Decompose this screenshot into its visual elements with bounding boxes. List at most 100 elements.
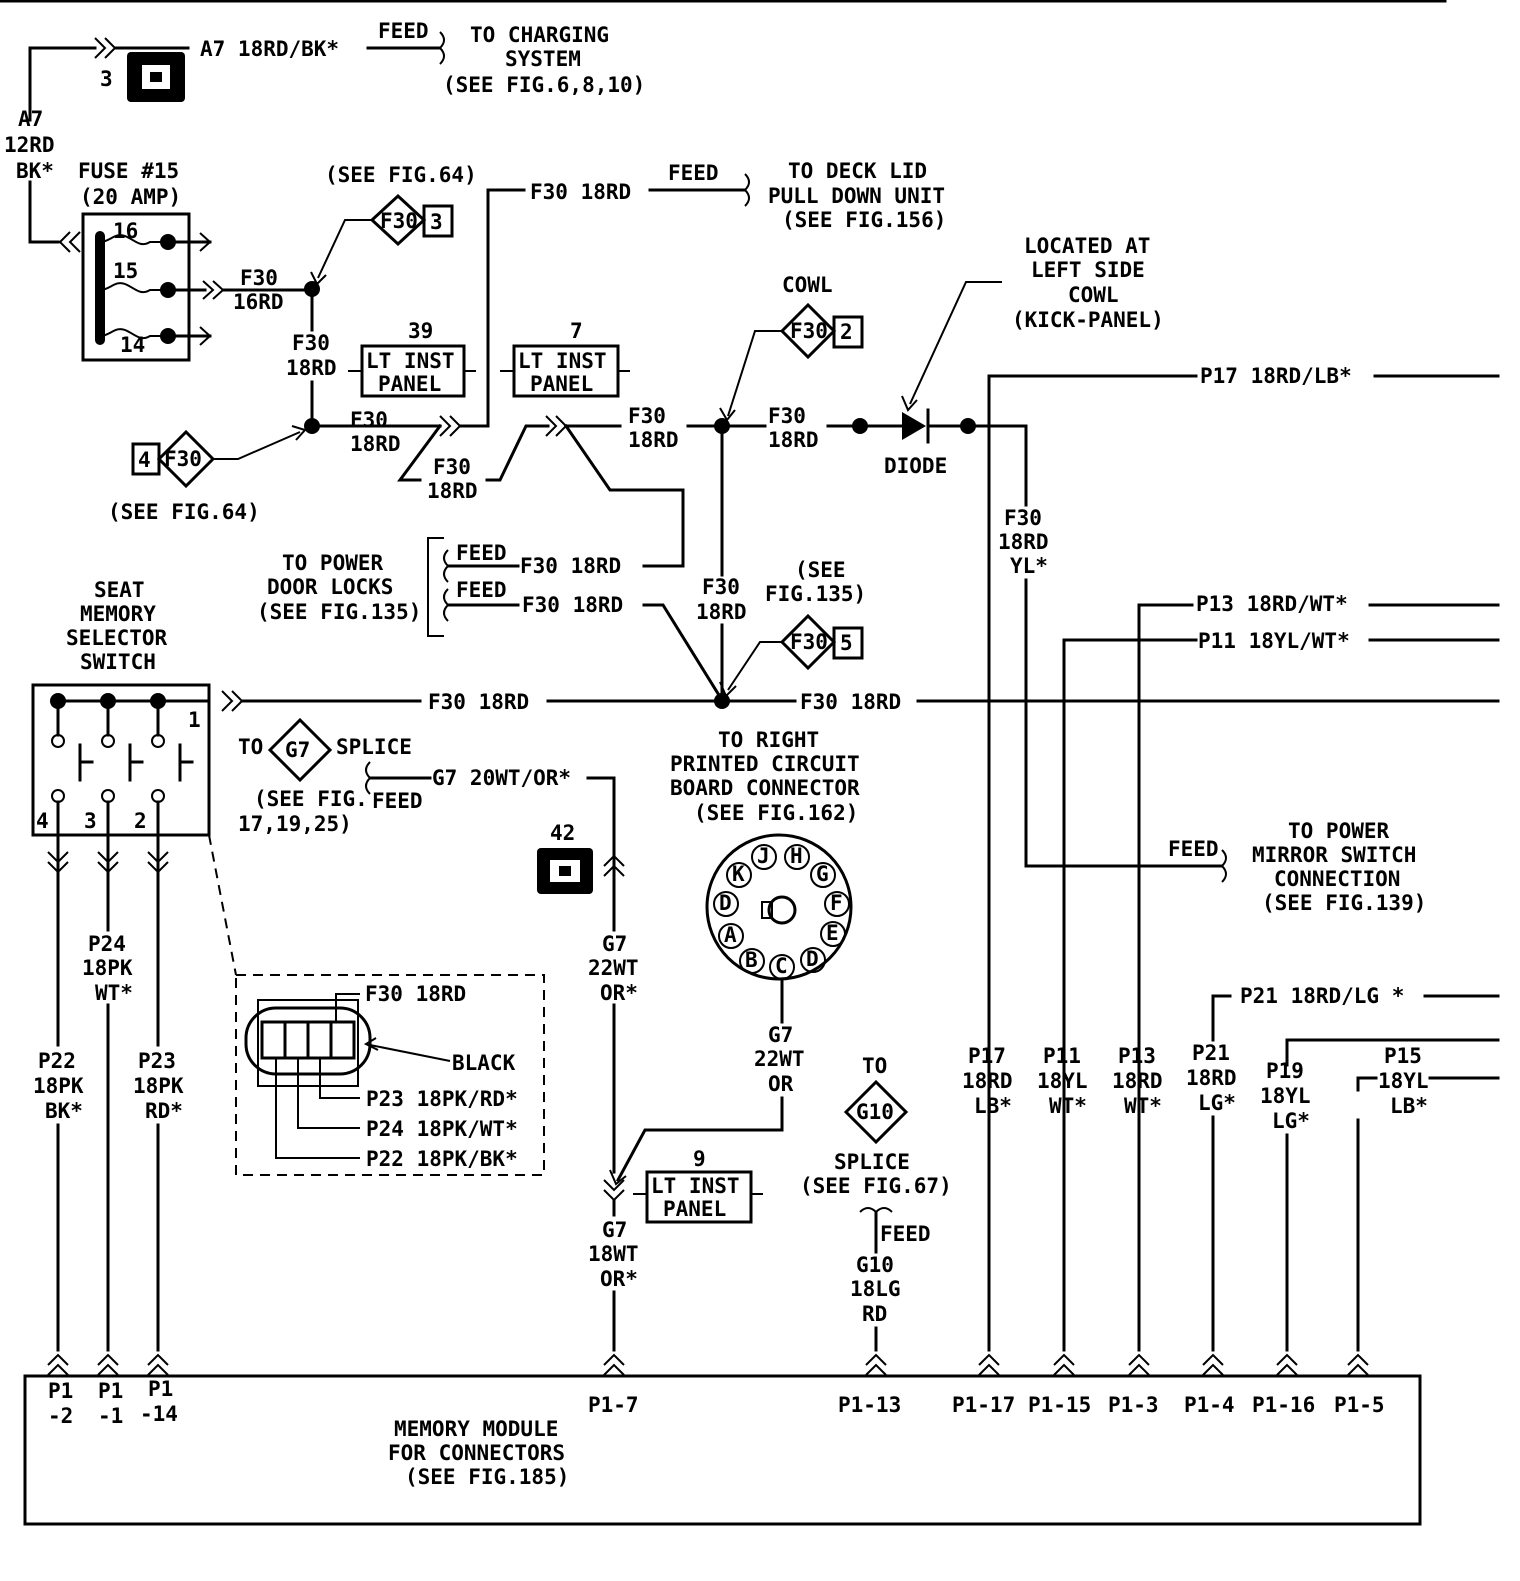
vl-p15-1: P15	[1384, 1044, 1422, 1068]
seat-title-1: SEAT	[94, 578, 145, 602]
p24-2: 18PK	[82, 956, 133, 980]
detail-p23: P23 18PK/RD*	[366, 1087, 518, 1111]
f30-18rd-b-1: F30	[350, 408, 388, 432]
fuse-box	[81, 212, 191, 362]
see135-2: FIG.135)	[765, 582, 866, 606]
pdl-feed2: FEED	[456, 578, 507, 602]
wire-p21	[1211, 994, 1232, 1042]
pin-p1-1-b: -1	[98, 1404, 123, 1428]
deck-lid-feed: FEED	[668, 161, 719, 185]
pin-p1-1-a: P1	[98, 1379, 123, 1403]
fuse-pin-15: 15	[113, 259, 138, 283]
wire-g7	[586, 776, 616, 932]
charging-see: (SEE FIG.6,8,10)	[443, 73, 645, 97]
a7-label-3: BK*	[16, 159, 54, 183]
svg-text:D: D	[719, 891, 732, 915]
g7-to: TO	[238, 735, 263, 759]
f30-16rd-1: F30	[240, 266, 278, 290]
f30-18rd-c-2: 18RD	[427, 479, 478, 503]
pin-p1-15: P1-15	[1028, 1393, 1091, 1417]
wire-p13	[1137, 603, 1194, 1352]
module-connectors	[47, 1353, 1369, 1376]
deck-lid-unit: PULL DOWN UNIT	[768, 184, 945, 208]
f30-yl-2: 18RD	[998, 530, 1049, 554]
svg-text:PANEL: PANEL	[530, 372, 593, 396]
feed-bracket	[439, 31, 445, 65]
pin-p1-13: P1-13	[838, 1393, 901, 1417]
vl-p11-2: 18YL	[1037, 1069, 1088, 1093]
pin-p1-7: P1-7	[588, 1393, 639, 1417]
p23-3: RD*	[145, 1099, 183, 1123]
vl-p21-3: LG*	[1198, 1091, 1236, 1115]
connector-arrow	[94, 37, 117, 59]
g7-22-1: G7	[602, 932, 627, 956]
g7-18-1: G7	[602, 1218, 627, 1242]
pin-p1-14-a: P1	[148, 1377, 173, 1401]
svg-text:4: 4	[138, 448, 151, 472]
vl-p13-3: WT*	[1124, 1094, 1162, 1118]
wire-p11	[1062, 638, 1198, 1352]
svg-text:G: G	[816, 862, 829, 886]
connector-3-label: 3	[100, 67, 113, 91]
module-title-1: MEMORY MODULE	[394, 1417, 558, 1441]
bus-right-label: F30 18RD	[800, 690, 901, 714]
pdl-wire2: F30 18RD	[522, 593, 623, 617]
vl-p19-3: LG*	[1272, 1109, 1310, 1133]
mirror-3: CONNECTION	[1274, 867, 1400, 891]
vl-p21-1: P21	[1192, 1041, 1230, 1065]
f30-18rd-e-1: F30	[768, 404, 806, 428]
g10-see: (SEE FIG.67)	[800, 1174, 952, 1198]
g7-see1: (SEE FIG.	[254, 787, 368, 811]
see-fig64-bottom: (SEE FIG.64)	[108, 500, 260, 524]
detail-f30: F30 18RD	[365, 982, 466, 1006]
g10-w2: 18LG	[850, 1277, 901, 1301]
svg-text:G10: G10	[856, 1100, 894, 1124]
g7-22b-3: OR	[768, 1072, 794, 1096]
detail-black: BLACK	[452, 1051, 516, 1075]
fuse-pin-14: 14	[120, 333, 145, 357]
g10-w1: G10	[856, 1253, 894, 1277]
svg-text:PANEL: PANEL	[663, 1197, 726, 1221]
svg-text:D: D	[806, 947, 819, 971]
bus-left-label: F30 18RD	[428, 690, 529, 714]
p22-2: 18PK	[33, 1074, 84, 1098]
a7-label-2: 12RD	[4, 133, 55, 157]
p13-label: P13 18RD/WT*	[1196, 592, 1348, 616]
splice-g7	[267, 717, 333, 783]
g7-see2: 17,19,25)	[238, 812, 352, 836]
seat-title-3: SELECTOR	[66, 626, 168, 650]
vl-p15-3: LB*	[1390, 1094, 1428, 1118]
module-title-3: (SEE FIG.185)	[405, 1465, 569, 1489]
pcb-3: BOARD CONNECTOR	[670, 776, 860, 800]
wire-a7-to-fuse	[28, 180, 60, 244]
pdl-3: (SEE FIG.135)	[257, 600, 421, 624]
f30-18rd-d-1: F30	[628, 404, 666, 428]
diode-icon	[902, 412, 926, 440]
vl-p17-1: P17	[968, 1044, 1006, 1068]
pdl-1: TO POWER	[282, 551, 384, 575]
f30-18rd-c-1: F30	[433, 455, 471, 479]
svg-text:C: C	[775, 954, 788, 978]
g7-18-3: OR*	[600, 1267, 638, 1291]
cowl-label: COWL	[782, 273, 833, 297]
wire-p15	[1356, 1076, 1378, 1092]
seat-pin-2: 2	[134, 809, 147, 833]
located-2: LEFT SIDE	[1031, 258, 1145, 282]
svg-text:F: F	[830, 891, 843, 915]
pcb-1: TO RIGHT	[718, 728, 819, 752]
svg-text:F30: F30	[790, 630, 828, 654]
a7-label-1: A7	[18, 107, 43, 131]
pdl-wire1: F30 18RD	[520, 554, 621, 578]
f30-18rd-b-2: 18RD	[350, 432, 401, 456]
splice-g10	[843, 1079, 909, 1145]
panel-39-num: 39	[408, 319, 433, 343]
seat-pin-4: 4	[36, 809, 49, 833]
fuse-rating: (20 AMP)	[80, 185, 181, 209]
connector-42-label: 42	[550, 821, 575, 845]
f30-yl-3: YL*	[1010, 554, 1048, 578]
p17-label: P17 18RD/LB*	[1200, 364, 1352, 388]
pin-p1-16: P1-16	[1252, 1393, 1315, 1417]
deck-lid-to: TO DECK LID	[788, 159, 927, 183]
p22-3: BK*	[45, 1099, 83, 1123]
vl-p19-2: 18YL	[1260, 1084, 1311, 1108]
